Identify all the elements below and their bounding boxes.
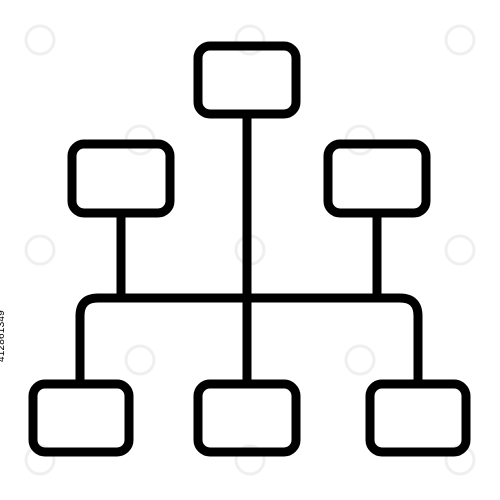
bottom-right-node xyxy=(365,379,471,457)
bottom-left-node xyxy=(28,379,134,457)
top-node xyxy=(193,41,301,119)
mid-left-node xyxy=(67,139,175,218)
horizontal-bus-line xyxy=(75,293,423,388)
mid-right-node xyxy=(323,139,431,218)
bottom-center-node xyxy=(193,379,301,457)
stock-id-label: 412861349 xyxy=(0,310,7,362)
